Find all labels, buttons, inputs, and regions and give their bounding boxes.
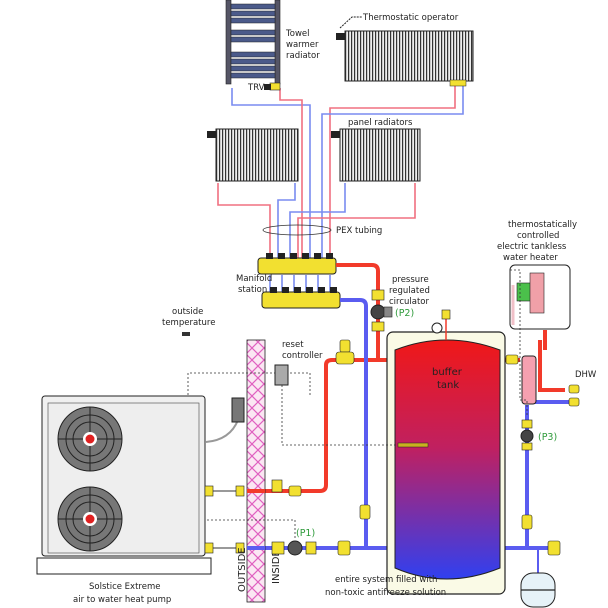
panel-radiator-left (207, 128, 299, 182)
air-separator (335, 339, 355, 365)
panel-radiator-top (336, 16, 474, 87)
insulated-wall (246, 339, 266, 603)
heat-exchanger (521, 355, 537, 405)
tankless-heater-label: water heater (503, 253, 558, 263)
reset-controller (274, 364, 289, 386)
outside-label: OUTSIDE (237, 547, 248, 592)
p1-tag: (P1) (296, 528, 315, 539)
tankless-heater-label: thermostatically (508, 220, 577, 230)
expansion-tank (520, 548, 556, 608)
tank-sensor-icon (397, 442, 429, 448)
buffer-tank-label: buffer (432, 367, 463, 378)
towel-warmer-radiator (225, 0, 281, 91)
circulator-p2-label: pressure (392, 275, 429, 285)
disconnect-switch-icon (231, 397, 245, 423)
trv-valve-icon (269, 82, 281, 91)
heat-pump-label: air to water heat pump (73, 595, 171, 605)
inside-label: INSIDE (271, 550, 282, 584)
outdoor-sensor-icon (182, 332, 190, 336)
circulator-p2-label: circulator (389, 297, 430, 307)
pressure-gauge-icon (431, 322, 443, 334)
fan-icon (57, 486, 123, 552)
heat-pump-label: Solstice Extreme (89, 582, 160, 592)
manifold-station-label: Manifold (236, 274, 272, 284)
towel-warmer-label: Towel (285, 29, 310, 39)
trv-label: TRV (247, 83, 265, 93)
manifold-station-label: station (238, 285, 267, 295)
heat-pump-unit (36, 395, 245, 575)
fan-icon (57, 406, 123, 472)
reset-controller-label: controller (282, 351, 323, 361)
electric-tankless-water-heater (509, 264, 571, 330)
tankless-heater-label: electric tankless (497, 242, 567, 252)
buffer-tank-label: tank (437, 380, 459, 391)
p2-tag: (P2) (395, 308, 414, 319)
circulator-p2-label: regulated (389, 286, 430, 296)
buffer-tank (386, 309, 506, 595)
outside-temperature-label: outside (172, 307, 203, 317)
antifreeze-note: non-toxic antifreeze solution (325, 588, 446, 598)
circulator-p2 (370, 289, 393, 332)
antifreeze-note: entire system filled with (335, 575, 437, 585)
towel-warmer-label: warmer (286, 40, 319, 50)
dhw-label: DHW (575, 370, 597, 380)
panel-radiators-label: panel radiators (348, 118, 413, 128)
radiator-piping (217, 85, 464, 292)
control-wiring (187, 269, 528, 538)
panel-radiator-right (331, 128, 421, 182)
p3-tag: (P3) (538, 432, 557, 443)
thermostatic-operator-label: Thermostatic operator (362, 13, 459, 23)
outside-temperature-label: temperature (162, 318, 215, 328)
thermostatic-operator-icon (336, 33, 345, 40)
reset-controller-label: reset (282, 340, 304, 350)
pex-tubing-label: PEX tubing (336, 226, 382, 236)
tankless-heater-label: controlled (517, 231, 559, 241)
circulator-p3 (520, 419, 534, 451)
towel-warmer-label: radiator (286, 51, 320, 61)
circulator-p1 (271, 479, 561, 556)
pex-tubing-bundle (262, 224, 332, 236)
